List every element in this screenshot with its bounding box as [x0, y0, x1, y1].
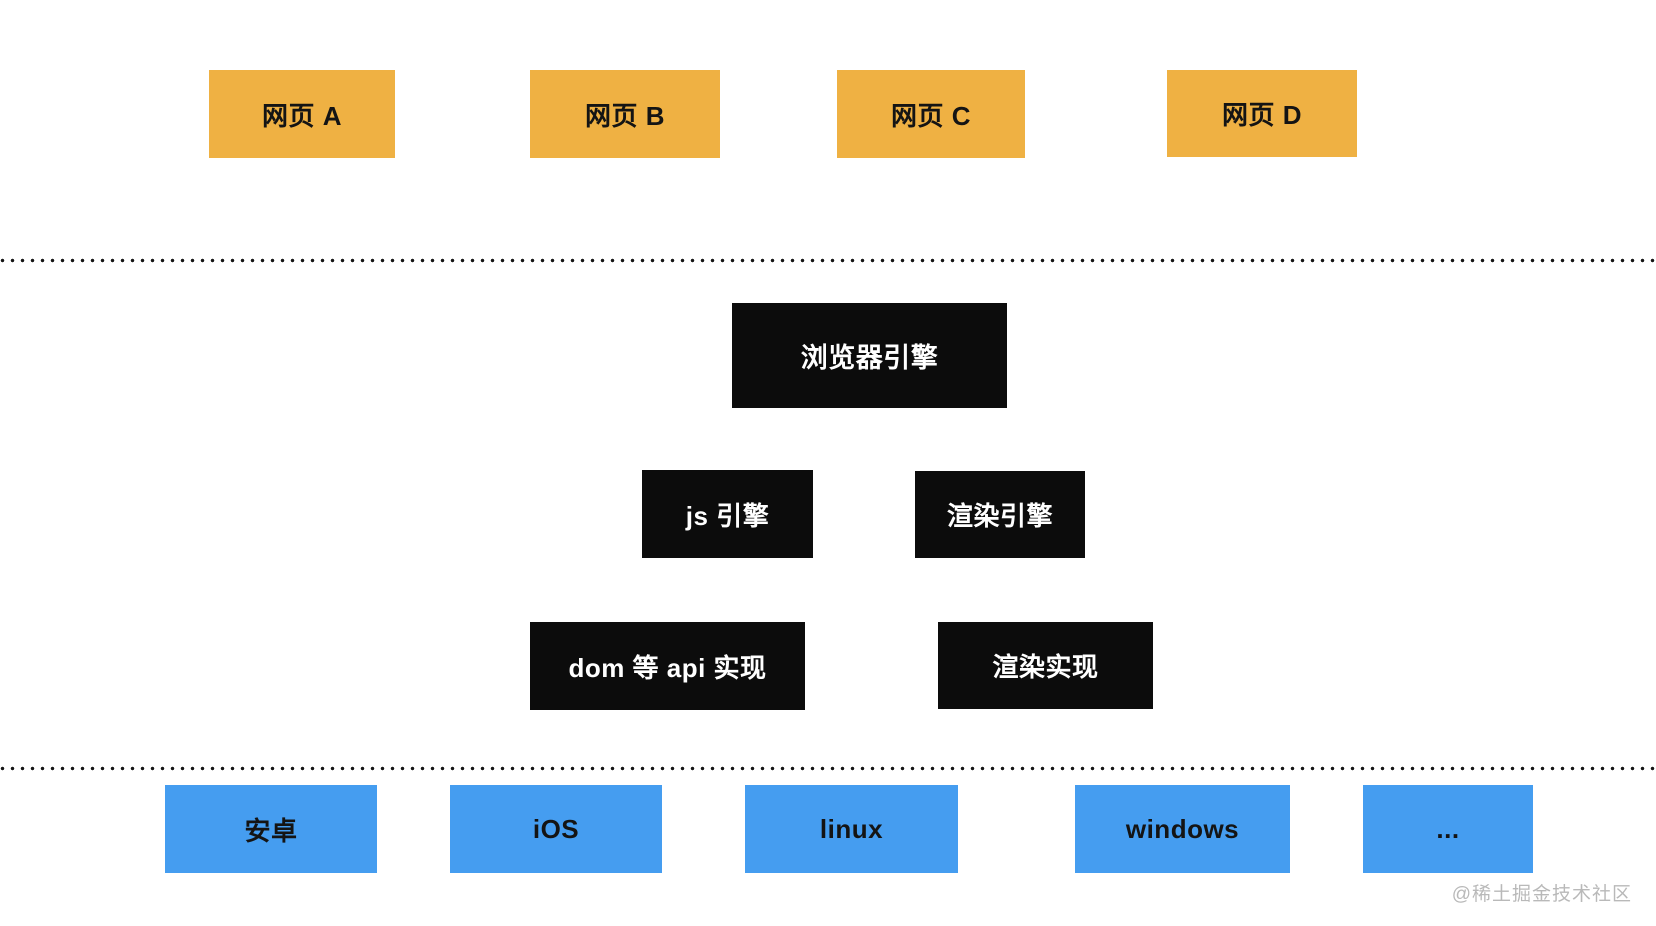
webpage-d-box: 网页 D — [1167, 70, 1357, 157]
juejin-watermark: @稀土掘金技术社区 — [1451, 884, 1632, 905]
platform-more-box: ... — [1363, 785, 1533, 873]
render-implementation-box: 渲染实现 — [938, 622, 1153, 709]
dom-api-implementation-box: dom 等 api 实现 — [530, 622, 805, 710]
layer-separator-bottom — [0, 766, 1656, 771]
render-engine-box: 渲染引擎 — [915, 471, 1085, 558]
webpage-c-box: 网页 C — [837, 70, 1025, 158]
js-engine-box: js 引擎 — [642, 470, 813, 558]
platform-linux-box: linux — [745, 785, 958, 873]
webpage-a-box: 网页 A — [209, 70, 395, 158]
layer-separator-top — [0, 258, 1656, 263]
webpage-b-box: 网页 B — [530, 70, 720, 158]
platform-windows-box: windows — [1075, 785, 1290, 873]
platform-ios-box: iOS — [450, 785, 662, 873]
platform-android-box: 安卓 — [165, 785, 377, 873]
browser-engine-box: 浏览器引擎 — [732, 303, 1007, 408]
